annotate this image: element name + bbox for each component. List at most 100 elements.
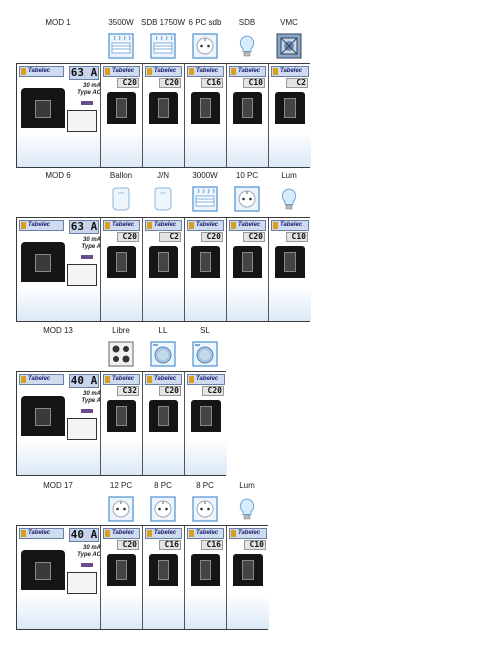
breaker-toggle[interactable]: [107, 246, 136, 278]
module-title: MOD 13: [43, 326, 73, 335]
test-button[interactable]: [81, 255, 93, 259]
breaker-toggle[interactable]: [149, 554, 178, 586]
washer-icon: [192, 341, 218, 367]
brand-label: Tabelec: [145, 220, 182, 231]
brand-label: Tabelec: [103, 374, 140, 385]
breaker-toggle[interactable]: [233, 92, 262, 124]
module-title: MOD 17: [43, 481, 73, 490]
socket-icon: [234, 186, 260, 212]
breaker-toggle[interactable]: [275, 246, 305, 278]
breaker-toggle[interactable]: [149, 92, 178, 124]
vmc-icon: [276, 33, 302, 59]
circuit-label: Lum: [281, 171, 297, 180]
rcd-toggle[interactable]: [21, 88, 65, 128]
breaker-rating: C20: [202, 386, 224, 396]
test-button[interactable]: [81, 409, 93, 413]
rcd-sensitivity: 30 mA: [82, 391, 101, 397]
circuit-label: 8 PC: [196, 481, 214, 490]
radiator-icon: [108, 33, 134, 59]
bulb-icon: [234, 496, 260, 522]
breaker-rating: C20: [159, 78, 181, 88]
breaker-toggle[interactable]: [107, 92, 136, 124]
breaker-toggle[interactable]: [149, 400, 178, 432]
rcd-toggle[interactable]: [21, 396, 65, 436]
brand-label: Tabelec: [145, 66, 182, 77]
brand-label: Tabelec: [229, 220, 266, 231]
circuit-label: 6 PC sdb: [188, 18, 222, 27]
breaker-rating: C16: [201, 540, 223, 550]
breaker-rating: C16: [201, 78, 223, 88]
socket-icon: [150, 496, 176, 522]
radiator-icon: [192, 186, 218, 212]
circuit-label: 12 PC: [109, 481, 133, 490]
circuit-label: SDB: [238, 18, 256, 27]
breaker-rating: C16: [159, 540, 181, 550]
circuit-label: LL: [158, 326, 168, 335]
circuit-label: SL: [200, 326, 210, 335]
brand-label: Tabelec: [145, 374, 182, 385]
breaker-toggle[interactable]: [191, 554, 220, 586]
breaker-rating: C32: [117, 386, 139, 396]
breaker-toggle[interactable]: [107, 554, 136, 586]
breaker-toggle[interactable]: [233, 246, 262, 278]
brand-label: Tabelec: [187, 374, 225, 385]
radiator-icon: [150, 33, 176, 59]
breaker-toggle[interactable]: [191, 92, 220, 124]
rcd-rating: 40 A: [69, 528, 99, 542]
brand-label: Tabelec: [103, 220, 140, 231]
breaker-toggle[interactable]: [107, 400, 136, 432]
brand-label: Tabelec: [187, 66, 224, 77]
test-button[interactable]: [81, 563, 93, 567]
rcd-toggle[interactable]: [21, 550, 65, 590]
circuit-label: Ballon: [109, 171, 133, 180]
socket-icon: [108, 496, 134, 522]
circuit-label: 3000W: [192, 171, 218, 180]
rcd-type: Type A: [81, 398, 101, 404]
brand-label: Tabelec: [187, 528, 224, 539]
socket-icon: [192, 496, 218, 522]
socket-icon: [192, 33, 218, 59]
breaker-rating: C2: [159, 232, 181, 242]
rcd-rating: 40 A: [69, 374, 99, 388]
test-button[interactable]: [81, 101, 93, 105]
brand-label: Tabelec: [187, 220, 224, 231]
breaker-toggle[interactable]: [191, 400, 221, 432]
rcd-type: Type A: [81, 244, 101, 250]
brand-label: Tabelec: [229, 66, 266, 77]
breaker-toggle[interactable]: [191, 246, 220, 278]
module-title: MOD 6: [45, 171, 71, 180]
circuit-label: Lum: [239, 481, 255, 490]
breaker-rating: C2: [286, 78, 308, 88]
circuit-label: 3500W: [108, 18, 134, 27]
breaker-toggle[interactable]: [275, 92, 305, 124]
circuit-label: SDB 1750W: [141, 18, 186, 27]
breaker-rating: C10: [286, 232, 308, 242]
rcd-toggle[interactable]: [21, 242, 65, 282]
brand-label: Tabelec: [103, 66, 140, 77]
breaker-toggle[interactable]: [233, 554, 263, 586]
breaker-toggle[interactable]: [149, 246, 178, 278]
rcd-type: Type AC: [77, 90, 101, 96]
